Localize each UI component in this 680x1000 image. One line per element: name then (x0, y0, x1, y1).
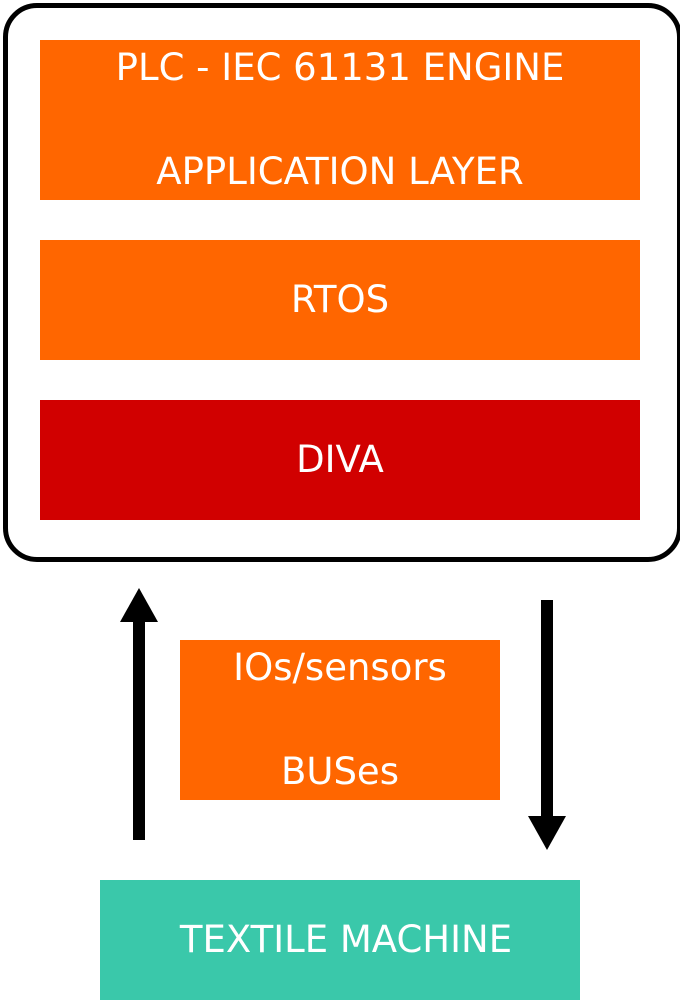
ios-sensors-block: IOs/sensors BUSes (180, 640, 500, 800)
buses-label: BUSes (280, 749, 399, 793)
plc-engine-block: PLC - IEC 61131 ENGINE APPLICATION LAYER (40, 40, 640, 200)
rtos-label: RTOS (290, 278, 390, 322)
textile-machine-label: TEXTILE MACHINE (179, 918, 513, 962)
diva-label: DIVA (296, 438, 384, 482)
rtos-block: RTOS (40, 240, 640, 360)
down-arrow (528, 600, 566, 850)
up-arrow (120, 588, 158, 840)
textile-machine-block: TEXTILE MACHINE (100, 880, 580, 1000)
plc-engine-label: PLC - IEC 61131 ENGINE (115, 46, 565, 90)
device-frame (3, 3, 680, 562)
application-layer-label: APPLICATION LAYER (156, 149, 524, 193)
ios-sensors-label: IOs/sensors (233, 646, 447, 690)
diva-block: DIVA (40, 400, 640, 520)
